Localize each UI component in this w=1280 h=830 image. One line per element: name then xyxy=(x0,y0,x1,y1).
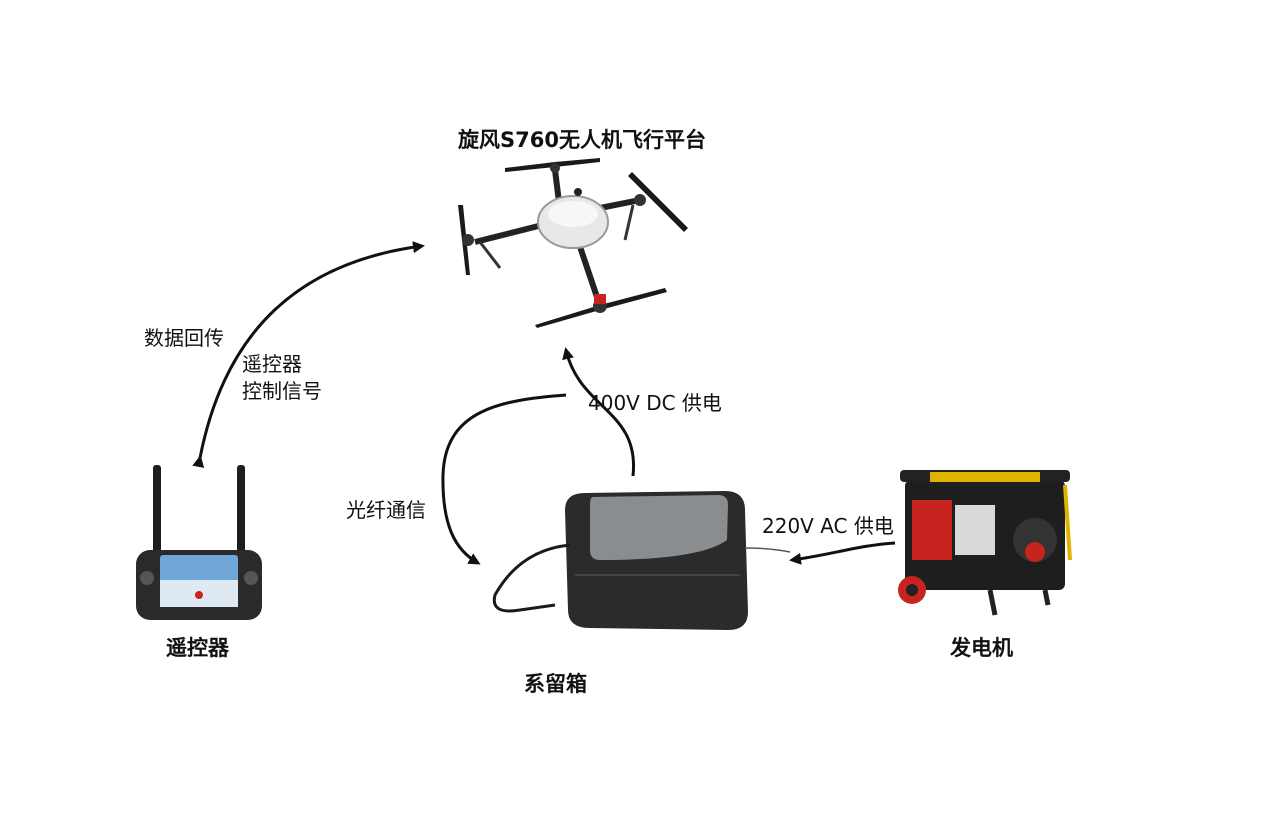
tether-box-icon xyxy=(492,491,791,630)
fiber-comm-label: 光纤通信 xyxy=(346,498,426,522)
drone-title: 旋风S760无人机飞行平台 xyxy=(458,128,706,152)
dc-power-label: 400V DC 供电 xyxy=(588,391,722,415)
remote-signal-label-line1: 遥控器 xyxy=(242,352,302,376)
dc-power-arrow xyxy=(562,347,636,477)
data-return-label: 数据回传 xyxy=(144,326,224,350)
ac-power-arrow xyxy=(789,541,896,565)
generator-icon xyxy=(898,470,1072,616)
drone-icon xyxy=(458,158,688,328)
remote-controller-icon xyxy=(136,465,262,620)
generator-title: 发电机 xyxy=(950,636,1013,660)
data-link-arrow xyxy=(192,241,425,468)
fiber-comm-arrow xyxy=(441,393,567,565)
remote-title: 遥控器 xyxy=(166,636,229,660)
ac-power-label: 220V AC 供电 xyxy=(762,514,894,538)
remote-signal-label-line2: 控制信号 xyxy=(242,379,322,403)
tether-box-title: 系留箱 xyxy=(524,672,587,696)
